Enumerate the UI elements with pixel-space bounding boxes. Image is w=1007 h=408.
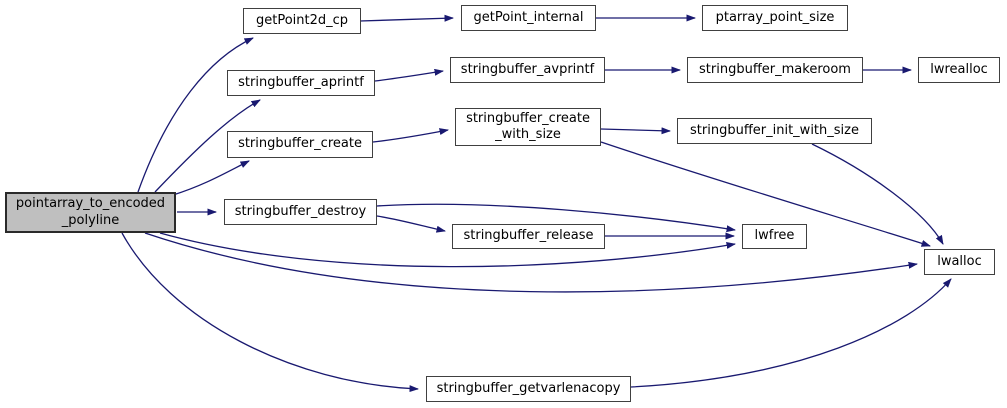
node-ptarray_point_size[interactable]: ptarray_point_size	[702, 5, 848, 31]
node-lwrealloc[interactable]: lwrealloc	[918, 57, 1000, 83]
edge-stringbuffer_destroy-stringbuffer_release	[376, 215, 446, 233]
edge-main-stringbuffer_create	[172, 160, 250, 196]
node-label: getPoint2d_cp	[255, 12, 349, 28]
node-getPoint_internal[interactable]: getPoint_internal	[461, 5, 596, 31]
node-stringbuffer_destroy[interactable]: stringbuffer_destroy	[224, 199, 377, 225]
node-label: stringbuffer_release	[463, 228, 594, 244]
edge-stringbuffer_aprintf-stringbuffer_avprintf	[374, 68, 444, 82]
edge-stringbuffer_create_with_size-stringbuffer_init_with_size	[600, 127, 671, 135]
edge-stringbuffer_init_with_size-lwalloc	[811, 143, 944, 245]
node-label: lwfree	[754, 228, 795, 244]
edge-main-stringbuffer_aprintf	[154, 99, 261, 193]
node-pointarray_to_encoded_polyline: pointarray_to_encoded _polyline	[5, 192, 176, 233]
edge-stringbuffer_create_with_size-lwalloc	[600, 141, 931, 247]
node-label: stringbuffer_makeroom	[699, 61, 851, 77]
edge-main-lwalloc	[144, 232, 918, 293]
node-getPoint2d_cp[interactable]: getPoint2d_cp	[243, 8, 361, 34]
node-label: stringbuffer_destroy	[234, 203, 367, 219]
node-stringbuffer_release[interactable]: stringbuffer_release	[452, 224, 605, 249]
edge-main-stringbuffer_getvarlenacopy	[121, 232, 419, 393]
edge-stringbuffer_destroy-lwfree	[376, 203, 736, 233]
node-label: ptarray_point_size	[715, 9, 835, 25]
node-label: getPoint_internal	[473, 9, 584, 25]
node-stringbuffer_create_with_size[interactable]: stringbuffer_create _with_size	[455, 108, 601, 146]
node-stringbuffer_create[interactable]: stringbuffer_create	[227, 131, 373, 158]
node-label: stringbuffer_create	[238, 136, 362, 152]
node-label: lwalloc	[937, 253, 982, 269]
node-stringbuffer_getvarlenacopy[interactable]: stringbuffer_getvarlenacopy	[426, 376, 631, 402]
node-label: stringbuffer_getvarlenacopy	[436, 380, 621, 396]
node-stringbuffer_makeroom[interactable]: stringbuffer_makeroom	[687, 57, 863, 83]
node-stringbuffer_init_with_size[interactable]: stringbuffer_init_with_size	[677, 118, 872, 144]
edge-getPoint2d_cp-getPoint_internal	[359, 14, 454, 22]
edge-stringbuffer_create-stringbuffer_create_with_size	[372, 128, 449, 143]
node-label: pointarray_to_encoded _polyline	[15, 196, 166, 228]
edge-stringbuffer_getvarlenacopy-lwalloc	[630, 278, 952, 388]
edge-main-lwfree	[159, 232, 736, 268]
node-stringbuffer_avprintf[interactable]: stringbuffer_avprintf	[450, 57, 605, 83]
node-label: stringbuffer_init_with_size	[690, 122, 859, 138]
node-label: stringbuffer_create _with_size	[466, 110, 590, 142]
node-label: lwrealloc	[930, 61, 988, 77]
edge-main-getPoint2d_cp	[137, 37, 254, 193]
node-lwalloc[interactable]: lwalloc	[924, 249, 995, 275]
node-lwfree[interactable]: lwfree	[742, 224, 807, 249]
node-stringbuffer_aprintf[interactable]: stringbuffer_aprintf	[227, 70, 375, 96]
node-label: stringbuffer_avprintf	[460, 61, 595, 77]
node-label: stringbuffer_aprintf	[238, 74, 364, 90]
